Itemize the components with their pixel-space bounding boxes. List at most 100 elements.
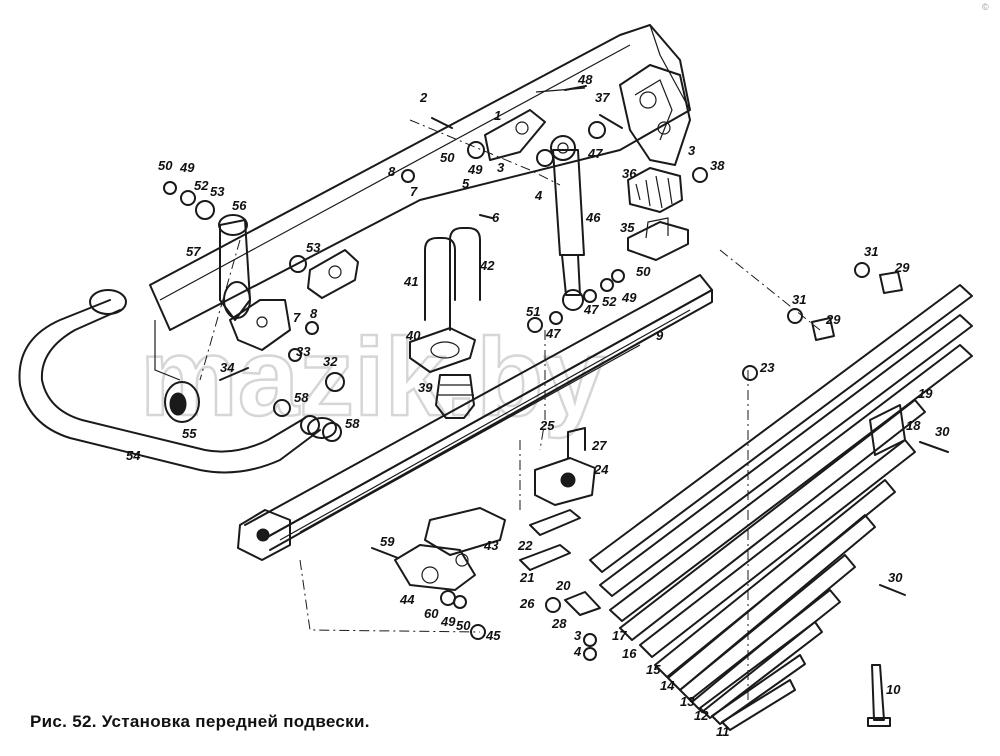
callout-c4b: 4	[573, 644, 582, 659]
rubber-buffer	[627, 167, 683, 213]
callout-c2: 2	[419, 90, 428, 105]
callout-c43: 43	[483, 538, 499, 553]
shock-absorber	[550, 135, 585, 311]
callout-c3a: 3	[497, 160, 505, 175]
callout-c49b: 49	[467, 162, 483, 177]
callout-c41: 41	[403, 274, 418, 289]
buffer-pad	[627, 217, 689, 261]
callout-c10: 10	[886, 682, 901, 697]
callout-c56: 56	[232, 198, 247, 213]
callout-c48: 48	[577, 72, 593, 87]
callout-c33: 33	[296, 344, 311, 359]
centre-bolt	[867, 664, 891, 727]
callout-c20: 20	[555, 578, 571, 593]
corner-mark: ©	[982, 2, 989, 12]
callout-c29a: 29	[894, 260, 910, 275]
frame-side-member	[149, 24, 691, 381]
callout-c3b: 3	[688, 143, 696, 158]
callout-c17: 17	[612, 628, 627, 643]
assembly-guide-lines	[199, 119, 821, 633]
callout-c24: 24	[593, 462, 609, 477]
callout-c54: 54	[126, 448, 141, 463]
figure-caption: Рис. 52. Установка передней подвески.	[30, 712, 370, 731]
callout-c29b: 29	[825, 312, 841, 327]
callout-c34: 34	[220, 360, 235, 375]
callout-c13: 13	[680, 694, 695, 709]
callout-c39: 39	[418, 380, 433, 395]
callout-c8b: 8	[310, 306, 318, 321]
callout-c7a: 7	[410, 184, 418, 199]
callout-c26: 26	[519, 596, 535, 611]
spring-leaves-exploded	[589, 284, 973, 731]
callout-c4a: 4	[534, 188, 543, 203]
callout-c32: 32	[323, 354, 338, 369]
callout-c16: 16	[622, 646, 637, 661]
callout-c37: 37	[595, 90, 610, 105]
callout-c46: 46	[585, 210, 601, 225]
callout-c50d: 50	[456, 618, 471, 633]
callout-c3c: 3	[574, 628, 582, 643]
callout-c6: 6	[492, 210, 500, 225]
compression-bumper	[435, 374, 475, 419]
callout-c15: 15	[646, 662, 661, 677]
callout-c12: 12	[694, 708, 709, 723]
callout-numbers: 1233344567788910111213141516171819202122…	[126, 72, 950, 739]
callout-c45: 45	[485, 628, 501, 643]
callout-c1: 1	[494, 108, 501, 123]
callout-c59: 59	[380, 534, 395, 549]
callout-c19: 19	[918, 386, 933, 401]
callout-c52a: 52	[194, 178, 209, 193]
spring-front-bracket	[619, 64, 691, 166]
callout-c53a: 53	[210, 184, 225, 199]
callout-c35: 35	[620, 220, 635, 235]
callout-c51: 51	[526, 304, 540, 319]
callout-c49d: 49	[440, 614, 456, 629]
callout-c47b: 47	[545, 326, 561, 341]
callout-c50c: 50	[636, 264, 651, 279]
fasteners	[163, 85, 949, 661]
stabilizer-bracket	[229, 299, 291, 351]
callout-c30b: 30	[888, 570, 903, 585]
callout-c23: 23	[759, 360, 775, 375]
callout-c47c: 47	[583, 302, 599, 317]
callout-c47a: 47	[587, 146, 603, 161]
callout-c60: 60	[424, 606, 439, 621]
callout-c18: 18	[906, 418, 921, 433]
callout-c31a: 31	[864, 244, 878, 259]
callout-c50a: 50	[158, 158, 173, 173]
callout-c53b: 53	[306, 240, 321, 255]
callout-c8a: 8	[388, 164, 396, 179]
callout-c44: 44	[399, 592, 415, 607]
stabilizer-link	[218, 214, 251, 321]
callout-c14: 14	[660, 678, 675, 693]
callout-c28: 28	[551, 616, 567, 631]
callout-c5: 5	[462, 176, 470, 191]
callout-c7b: 7	[293, 310, 301, 325]
callout-c11: 11	[716, 724, 730, 739]
callout-c57: 57	[186, 244, 201, 259]
callout-c58b: 58	[345, 416, 360, 431]
callout-c40: 40	[405, 328, 421, 343]
callout-c38: 38	[710, 158, 725, 173]
callout-c58a: 58	[294, 390, 309, 405]
callout-c52b: 52	[602, 294, 617, 309]
u-bolt-pair	[424, 227, 481, 331]
callout-c21: 21	[519, 570, 534, 585]
watermark: mazik.by	[140, 316, 605, 439]
spring-rear-bracket	[534, 427, 596, 506]
callout-c42: 42	[479, 258, 495, 273]
callout-c50b: 50	[440, 150, 455, 165]
stabilizer-cushion	[164, 381, 200, 423]
leaf-clips	[519, 509, 601, 616]
callout-c36: 36	[622, 166, 637, 181]
callout-c27: 27	[591, 438, 607, 453]
callout-c30a: 30	[935, 424, 950, 439]
callout-c9: 9	[656, 328, 664, 343]
callout-c31b: 31	[792, 292, 806, 307]
callout-c55: 55	[182, 426, 197, 441]
callout-c49a: 49	[179, 160, 195, 175]
rear-shackle	[394, 507, 506, 591]
stabilizer-bar	[18, 289, 337, 474]
